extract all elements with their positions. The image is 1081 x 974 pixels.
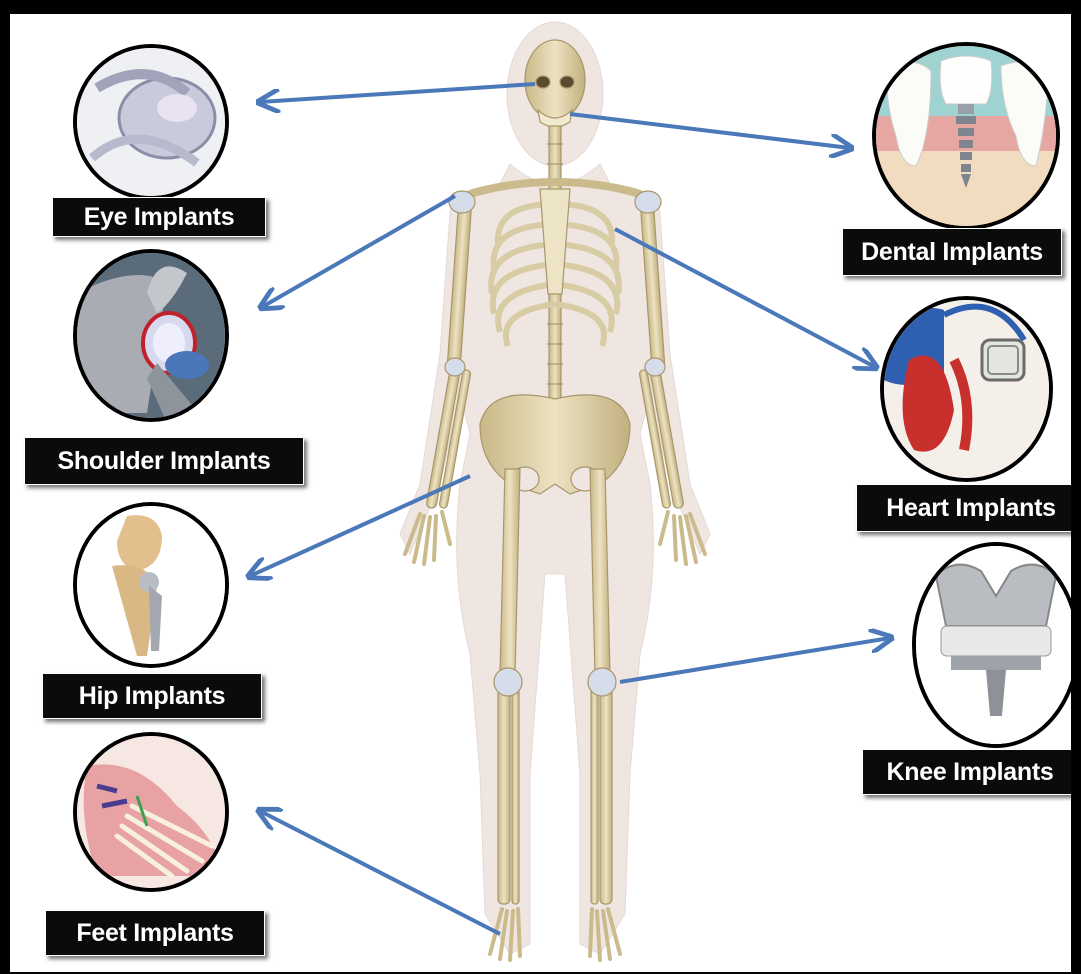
heart-implants-label: Heart Implants	[856, 484, 1071, 532]
arrow-eye	[260, 84, 535, 102]
arrow-feet	[260, 811, 500, 934]
arrow-dental	[570, 114, 850, 148]
shoulder-implant-image	[73, 249, 229, 422]
feet-implants-label: Feet Implants	[45, 910, 265, 956]
eye-implant-image	[73, 44, 229, 200]
dental-implants-label: Dental Implants	[842, 228, 1062, 276]
heart-implant-image	[880, 296, 1053, 482]
diagram-panel: Eye Implants Dental Implants	[10, 14, 1071, 972]
dental-implant-image	[872, 42, 1060, 230]
knee-implant-image	[912, 542, 1071, 748]
eye-implants-label: Eye Implants	[52, 197, 266, 237]
feet-implant-image	[73, 732, 229, 892]
knee-implants-label: Knee Implants	[862, 749, 1071, 795]
hip-implant-image	[73, 502, 229, 668]
arrow-shoulder	[262, 196, 455, 307]
shoulder-implants-label: Shoulder Implants	[24, 437, 304, 485]
hip-implants-label: Hip Implants	[42, 673, 262, 719]
arrow-knee	[620, 638, 890, 682]
